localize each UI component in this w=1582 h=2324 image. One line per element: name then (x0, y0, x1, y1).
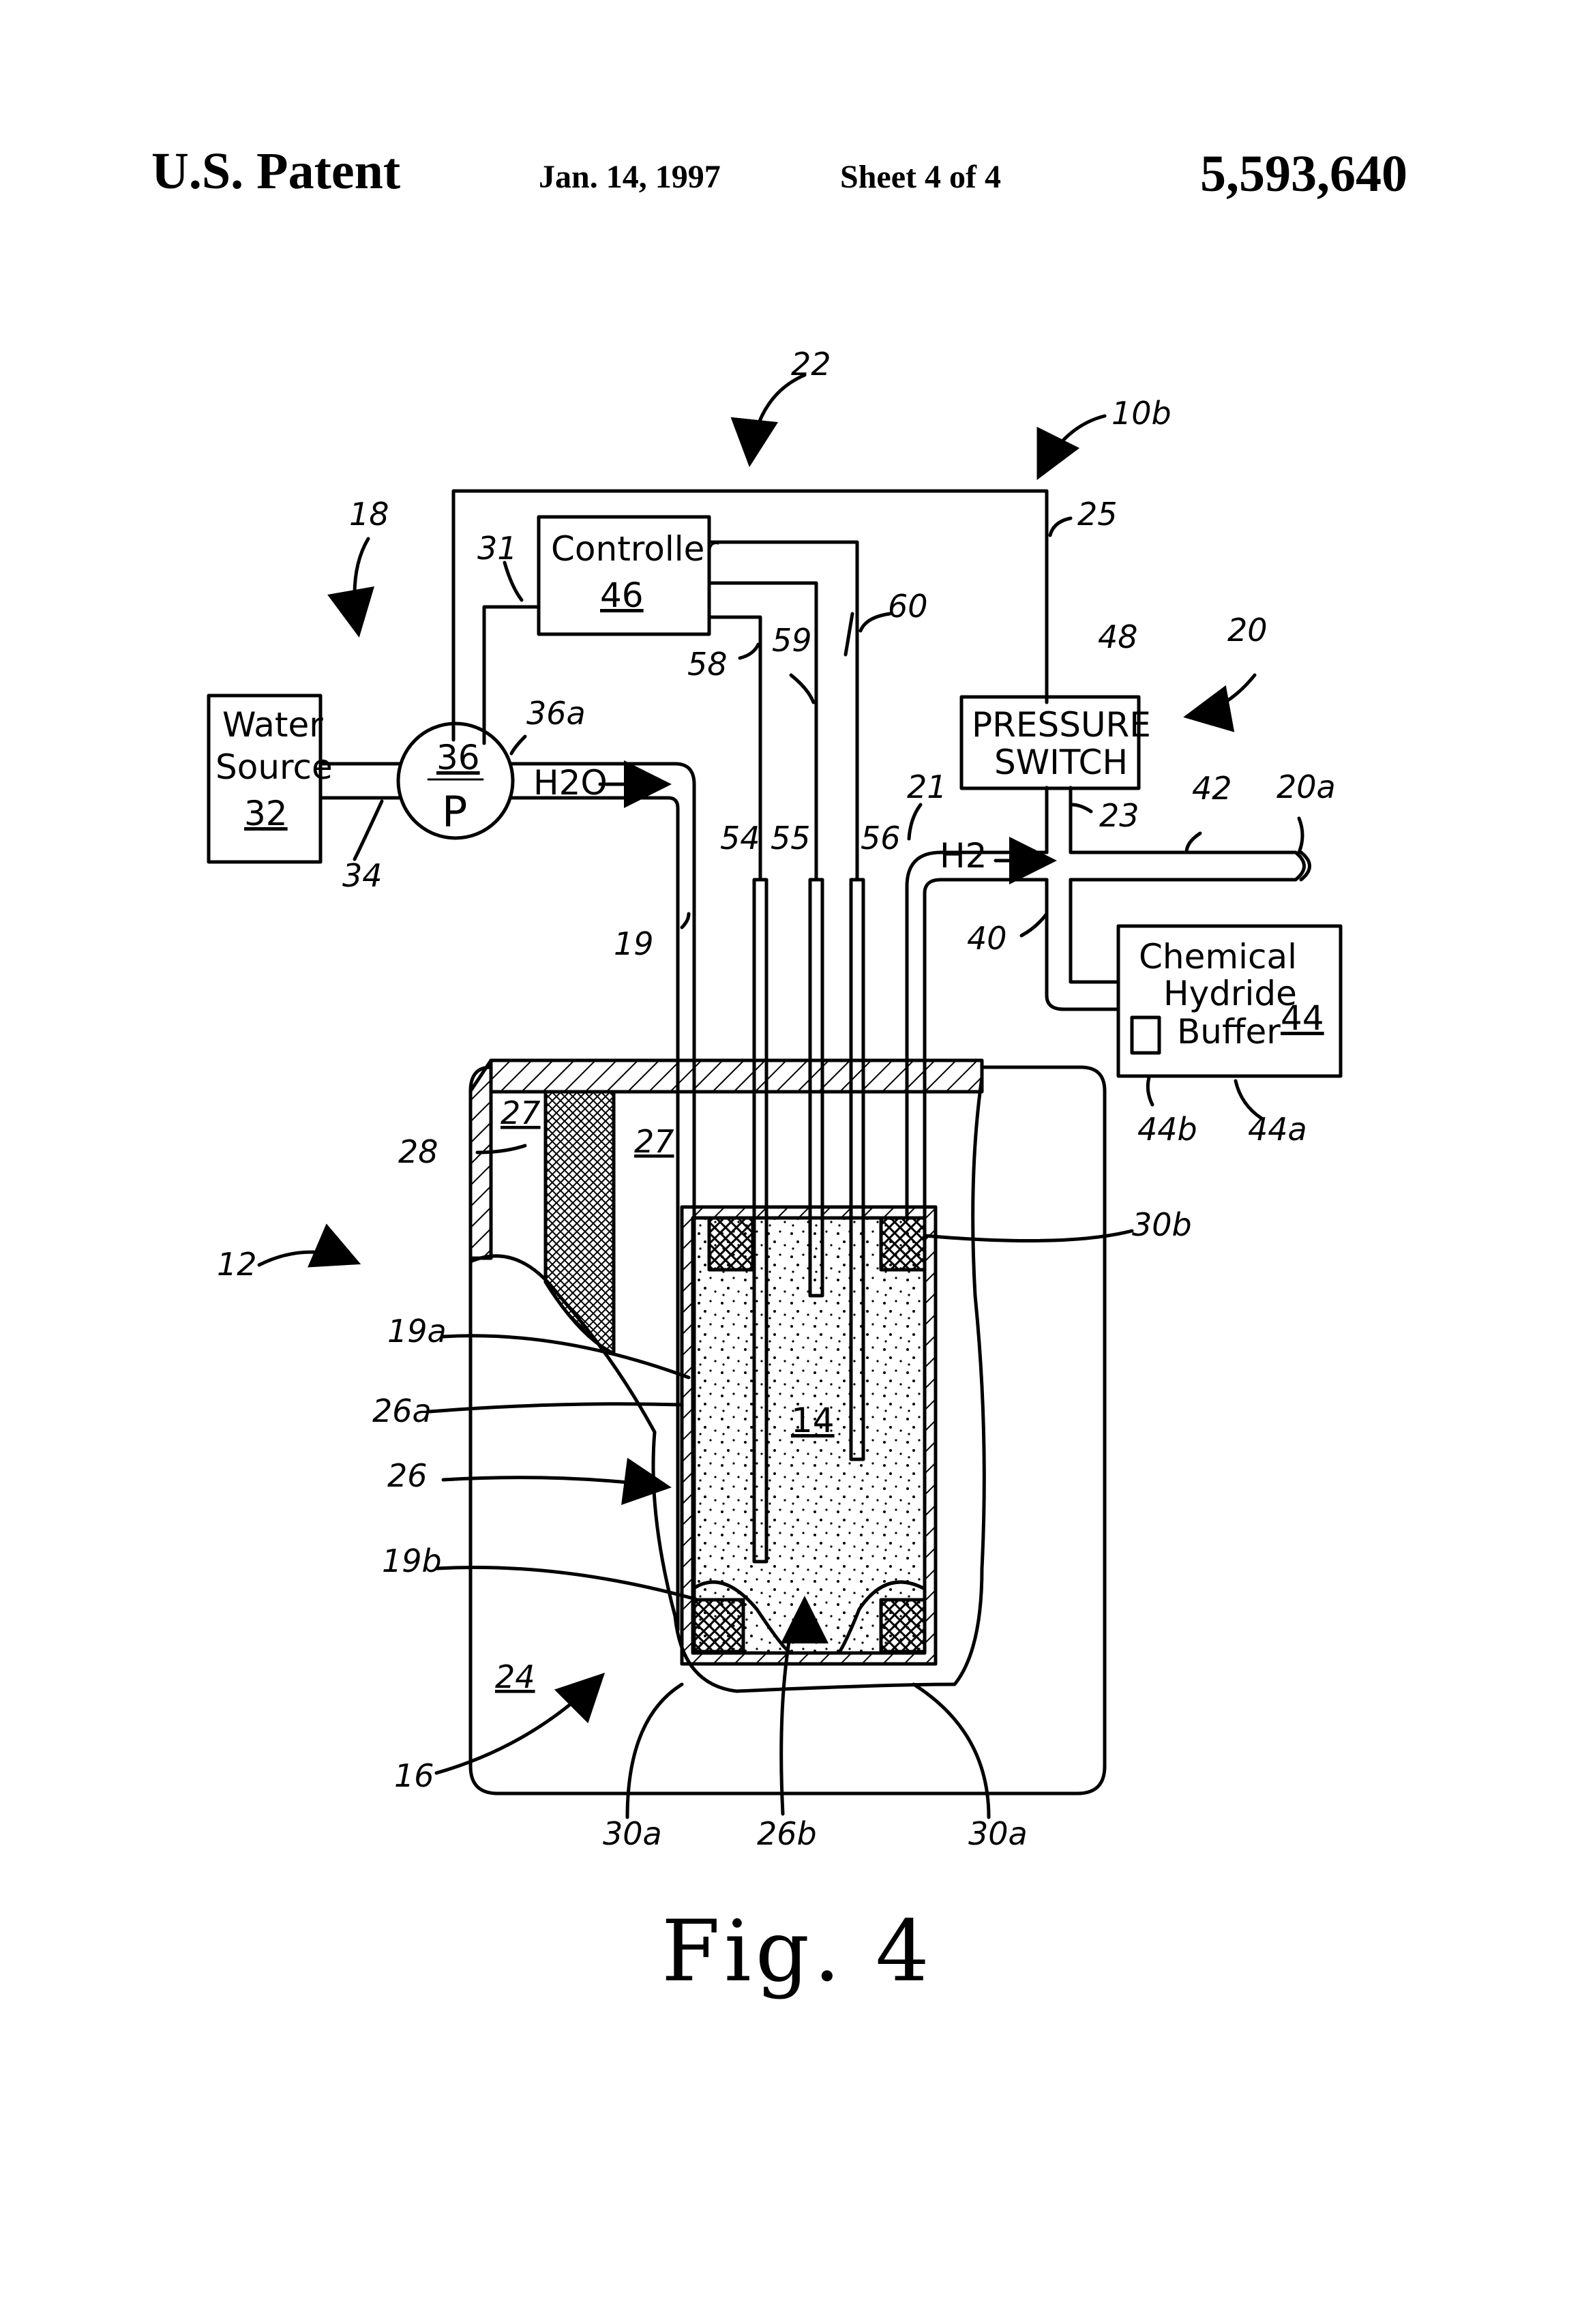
pump-ref: 36 (436, 738, 480, 777)
water-flow-label: H2O (533, 763, 608, 803)
buffer-line-40 (1047, 880, 1118, 1009)
buffer-label-1: Chemical (1139, 937, 1297, 977)
pressure-switch-label-1: PRESSURE (972, 705, 1151, 745)
ref-30a-left: 30a (603, 1815, 662, 1852)
buffer-label-2: Hydride (1163, 974, 1297, 1013)
ref-27-left: 27 (501, 1094, 541, 1131)
ref-19b: 19b (382, 1543, 442, 1579)
seal-block-30b-left (709, 1218, 753, 1270)
controller-ref: 46 (600, 576, 644, 615)
seal-block-30a-left (694, 1600, 743, 1652)
ref-44a: 44a (1248, 1111, 1307, 1148)
ref-12: 12 (217, 1246, 257, 1283)
controller-label: Controller (551, 529, 719, 569)
filter-layer (546, 1092, 614, 1354)
ref-26: 26 (387, 1457, 428, 1494)
ref-20: 20 (1227, 612, 1268, 649)
ref-21: 21 (907, 769, 947, 805)
seal-block-30a-right (881, 1600, 925, 1652)
buffer-label-3: Buffer (1177, 1012, 1281, 1052)
outlet-line-42 (1047, 835, 1296, 880)
ref-36a: 36a (526, 695, 586, 732)
ref-42: 42 (1192, 770, 1232, 807)
ref-30a-right: 30a (968, 1815, 1028, 1852)
ref-34: 34 (342, 857, 383, 894)
ref-60: 60 (888, 588, 928, 625)
water-source-ref: 32 (244, 794, 288, 833)
water-source-label-2: Source (215, 747, 333, 787)
ref-10b: 10b (1111, 395, 1171, 432)
ref-26a: 26a (372, 1392, 432, 1429)
ref-24: 24 (495, 1658, 535, 1695)
ref-28: 28 (398, 1133, 438, 1170)
buffer-sensor-44b (1132, 1017, 1159, 1053)
ref-16: 16 (394, 1757, 434, 1794)
ref-22: 22 (791, 346, 831, 383)
ref-19a: 19a (387, 1313, 447, 1350)
ref-44b: 44b (1137, 1111, 1197, 1148)
pressure-switch-label-2: SWITCH (994, 743, 1128, 782)
pump-letter: P (442, 787, 467, 837)
ref-40: 40 (967, 920, 1007, 957)
ref-59: 59 (772, 622, 812, 659)
ref-18: 18 (349, 496, 389, 533)
ref-31: 31 (477, 530, 518, 567)
ref-48: 48 (1098, 619, 1138, 655)
seal-block-30b-right (881, 1218, 925, 1270)
ref-23: 23 (1099, 797, 1139, 834)
ref-26b: 26b (757, 1815, 817, 1852)
figure-caption: Fig. 4 (661, 1903, 934, 2001)
ref-20a: 20a (1277, 769, 1336, 805)
water-source-label-1: Water (222, 705, 323, 745)
ref-27-right: 27 (634, 1123, 674, 1160)
ref-55: 55 (771, 820, 811, 856)
ref-30b: 30b (1132, 1206, 1192, 1243)
hydrogen-flow-label: H2 (940, 836, 987, 876)
hydride-ref-14: 14 (791, 1401, 835, 1440)
hydrogen-line-21 (907, 852, 1047, 1218)
buffer-ref: 44 (1281, 998, 1324, 1038)
housing-wall-28 (471, 1060, 491, 1258)
ref-25: 25 (1077, 496, 1118, 533)
ref-54: 54 (720, 820, 760, 856)
ref-19: 19 (614, 925, 654, 962)
ref-56: 56 (861, 820, 901, 856)
ref-58: 58 (687, 646, 728, 683)
